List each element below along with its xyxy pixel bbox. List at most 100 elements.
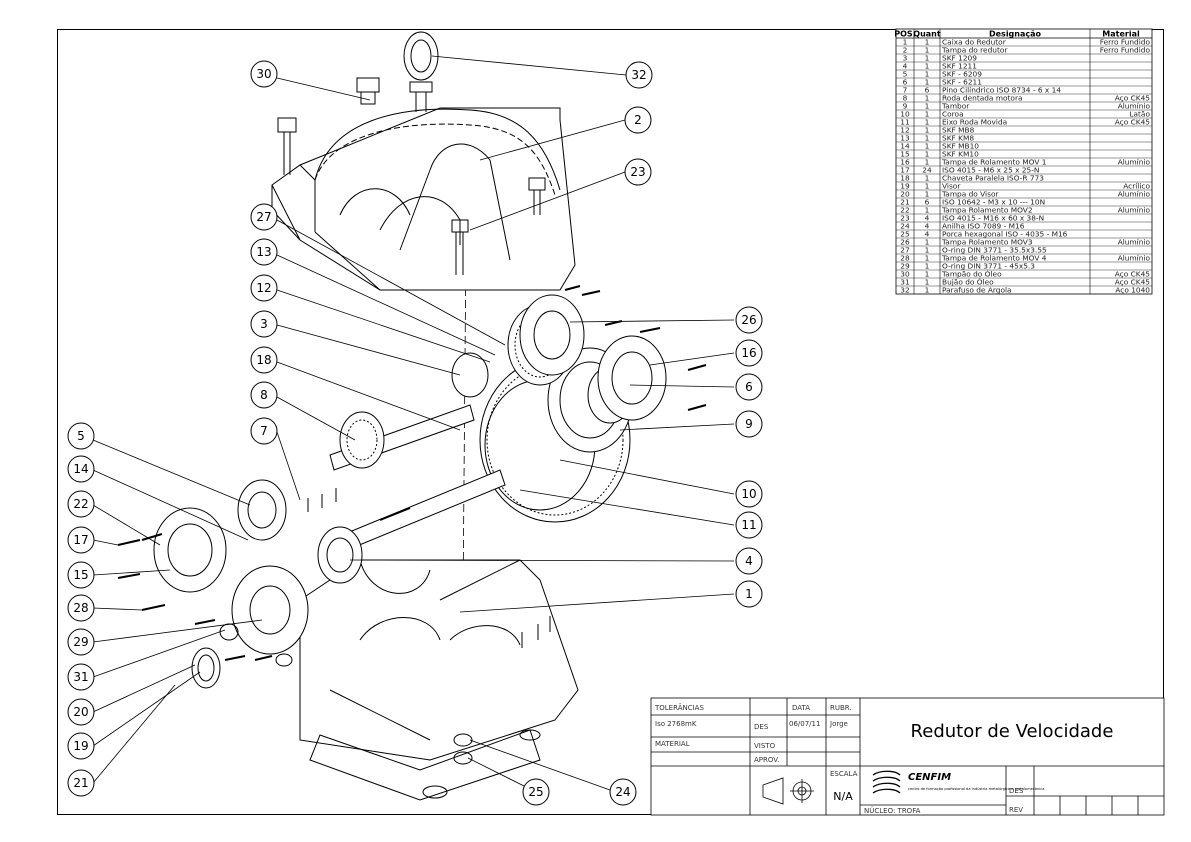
escala-label: ESCALA bbox=[830, 770, 858, 778]
bom-cell-quant: 1 bbox=[925, 245, 930, 254]
bom-header-quant: Quant bbox=[913, 30, 941, 39]
balloon-19: 19 bbox=[67, 732, 95, 760]
bom-cell-quant: 1 bbox=[925, 93, 930, 102]
svg-text:28: 28 bbox=[73, 601, 88, 615]
bom-cell-designacao: Tampa do Visor bbox=[941, 189, 999, 198]
svg-text:29: 29 bbox=[73, 635, 88, 649]
svg-text:5: 5 bbox=[77, 429, 85, 443]
svg-text:21: 21 bbox=[73, 776, 88, 790]
balloon-2: 2 bbox=[624, 106, 652, 134]
balloon-1: 1 bbox=[735, 580, 763, 608]
bom-cell-designacao: SKF - 6211 bbox=[942, 77, 982, 86]
company-subtitle: centro de formação profissional da indús… bbox=[908, 787, 1044, 791]
svg-text:12: 12 bbox=[256, 281, 271, 295]
bom-cell-designacao: O-ring DIN 3771 - 35.5x3.55 bbox=[942, 245, 1047, 254]
svg-text:17: 17 bbox=[73, 533, 88, 547]
gear-shaft-assembly bbox=[153, 294, 667, 689]
bom-cell-quant: 1 bbox=[925, 141, 930, 150]
bom-cell-designacao: SKF KM10 bbox=[942, 149, 979, 158]
svg-text:23: 23 bbox=[630, 165, 645, 179]
bom-cell-material: Latão bbox=[1129, 109, 1150, 118]
svg-text:11: 11 bbox=[741, 518, 756, 532]
balloon-24: 24 bbox=[609, 778, 637, 806]
bom-cell-designacao: Tampa do redutor bbox=[941, 45, 1008, 54]
bom-cell-pos: 7 bbox=[903, 85, 908, 94]
balloon-9: 9 bbox=[735, 410, 763, 438]
bom-cell-quant: 1 bbox=[925, 253, 930, 262]
bom-cell-quant: 4 bbox=[925, 221, 930, 230]
bom-cell-pos: 11 bbox=[900, 117, 910, 126]
bom-cell-pos: 22 bbox=[900, 205, 909, 214]
rev-label: REV bbox=[1009, 806, 1023, 814]
des-date: 06/07/11 bbox=[789, 720, 820, 728]
svg-text:26: 26 bbox=[741, 313, 756, 327]
svg-text:22: 22 bbox=[73, 497, 88, 511]
cover-bolts bbox=[277, 31, 546, 275]
bom-cell-pos: 13 bbox=[900, 133, 910, 142]
balloon-22: 22 bbox=[67, 490, 95, 518]
balloon-25: 25 bbox=[522, 778, 550, 806]
svg-text:9: 9 bbox=[745, 417, 753, 431]
bom-cell-pos: 30 bbox=[900, 269, 910, 278]
bom-cell-quant: 1 bbox=[925, 133, 930, 142]
bom-cell-material: Alumínio bbox=[1118, 253, 1151, 262]
housing-base bbox=[299, 559, 579, 801]
drawing-title: Redutor de Velocidade bbox=[911, 721, 1114, 742]
bom-cell-quant: 1 bbox=[925, 205, 930, 214]
bom-cell-pos: 17 bbox=[900, 165, 910, 174]
bom-cell-pos: 15 bbox=[900, 149, 910, 158]
balloon-32: 32 bbox=[625, 61, 653, 89]
balloon-7: 7 bbox=[250, 417, 278, 445]
bom-cell-designacao: Tampa de Rolamento MOV 4 bbox=[941, 253, 1047, 262]
balloon-13: 13 bbox=[250, 238, 278, 266]
bom-header-pos: POS. bbox=[894, 30, 915, 39]
bom-cell-designacao: SKF - 6209 bbox=[942, 69, 982, 78]
bom-cell-pos: 27 bbox=[900, 245, 910, 254]
material-label: MATERIAL bbox=[655, 740, 690, 748]
bom-row: 27 1 O-ring DIN 3771 - 35.5x3.55 bbox=[900, 245, 1047, 254]
svg-text:31: 31 bbox=[73, 670, 88, 684]
svg-text:4: 4 bbox=[745, 554, 753, 568]
tolerancias-value: Iso 2768mK bbox=[655, 720, 697, 728]
svg-text:6: 6 bbox=[745, 380, 753, 394]
bom-cell-material: Acrílico bbox=[1123, 181, 1150, 190]
svg-text:24: 24 bbox=[615, 785, 630, 799]
svg-text:25: 25 bbox=[528, 785, 543, 799]
aprov-label: APROV. bbox=[754, 756, 779, 764]
balloon-6: 6 bbox=[735, 373, 763, 401]
bom-cell-pos: 3 bbox=[903, 53, 908, 62]
bom-cell-pos: 19 bbox=[900, 181, 910, 190]
svg-text:16: 16 bbox=[741, 346, 756, 360]
bom-cell-designacao: Roda dentada motora bbox=[942, 93, 1023, 102]
bom-cell-pos: 26 bbox=[900, 237, 910, 246]
bom-cell-material: Aço CK45 bbox=[1115, 269, 1151, 278]
des-name: Jorge bbox=[829, 720, 848, 728]
bom-cell-designacao: Caixa do Redutor bbox=[942, 37, 1007, 46]
bom-cell-designacao: O-ring DIN 3771 - 45x5.3 bbox=[942, 261, 1035, 270]
bom-cell-quant: 1 bbox=[925, 157, 930, 166]
nucleo-label: NÚCLEO: TROFA bbox=[864, 806, 921, 815]
balloon-28: 28 bbox=[67, 594, 95, 622]
bom-cell-designacao: ISO 4015 - M6 x 25 x 25-N bbox=[942, 165, 1039, 174]
balloon-8: 8 bbox=[250, 381, 278, 409]
bom-cell-quant: 1 bbox=[925, 237, 930, 246]
bom-cell-designacao: SKF MB8 bbox=[942, 125, 975, 134]
bom-cell-pos: 14 bbox=[900, 141, 910, 150]
